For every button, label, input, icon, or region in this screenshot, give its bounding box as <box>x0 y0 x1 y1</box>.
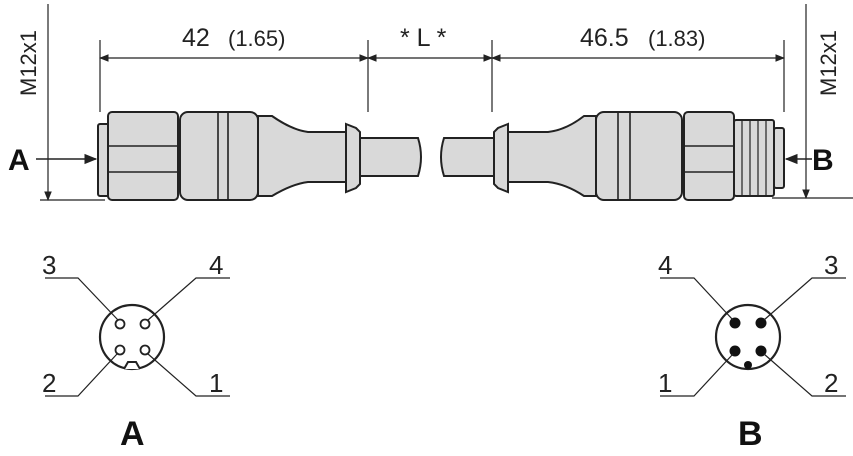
pin-a-top-left: 3 <box>42 250 56 280</box>
pin-a-top-right: 4 <box>209 250 223 280</box>
pin-b-bottom-left: 1 <box>658 368 672 398</box>
connector-b-label: B <box>738 415 763 453</box>
thread-dimension-right <box>772 4 853 199</box>
pin-face-b <box>660 277 846 397</box>
connector-left <box>97 111 361 201</box>
connector-a-label: A <box>120 415 145 453</box>
pin <box>755 345 767 357</box>
pin-a-bottom-left: 2 <box>42 368 56 398</box>
thread-dimension-left <box>40 4 105 201</box>
pin-hole <box>114 318 126 330</box>
side-a-label: A <box>8 144 30 177</box>
pin-hole <box>139 318 151 330</box>
right-length-inch-label: (1.83) <box>648 26 705 51</box>
side-b-label: B <box>812 144 834 177</box>
pin-hole <box>139 344 151 356</box>
cable-right-segment <box>440 137 499 177</box>
cable-left-segment <box>359 137 422 177</box>
pin-b-top-left: 4 <box>658 250 672 280</box>
pin-a-bottom-right: 1 <box>209 368 223 398</box>
right-length-label: 46.5 <box>580 24 629 52</box>
left-length-inch-label: (1.65) <box>228 26 285 51</box>
thread-label-right: M12x1 <box>816 30 841 96</box>
pin-b-bottom-right: 2 <box>824 368 838 398</box>
pin-hole <box>114 344 126 356</box>
pin <box>755 317 767 329</box>
dimension-lines <box>99 40 785 112</box>
connector-right <box>493 111 785 201</box>
pin-key <box>744 361 752 369</box>
cable-length-label: * L * <box>400 24 447 52</box>
pin-face-a <box>45 277 230 397</box>
pin <box>729 317 741 329</box>
pin <box>729 345 741 357</box>
left-length-label: 42 <box>182 24 210 52</box>
pin-b-top-right: 3 <box>824 250 838 280</box>
thread-label-left: M12x1 <box>16 30 41 96</box>
